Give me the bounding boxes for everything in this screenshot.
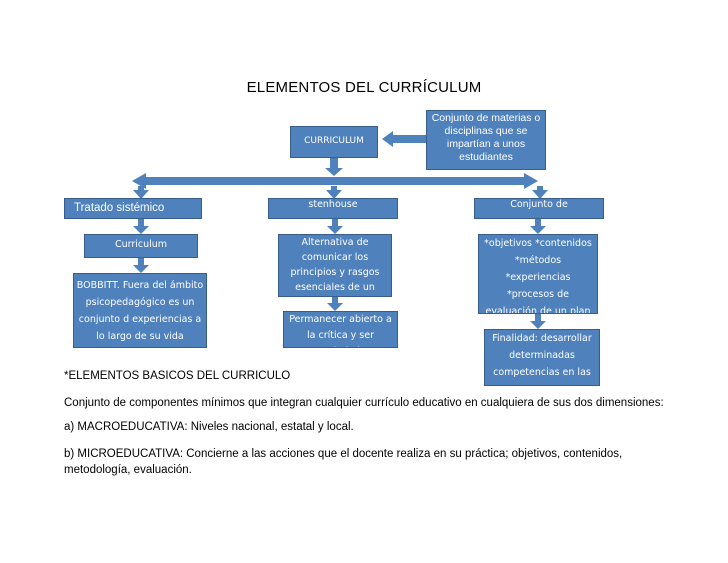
conjunto-de-box: Conjunto de [474, 198, 604, 219]
objetivos-box: *objetivos *contenidos *métodos *experie… [478, 234, 598, 314]
arrow-branch-bar [132, 173, 538, 189]
paragraph-microeducativa: b) MICROEDUCATIVA: Concierne a las accio… [64, 448, 623, 476]
paragraph-components: Conjunto de componentes mínimos que inte… [64, 397, 664, 409]
alternativa-box: Alternativa de comunicar los principios … [278, 234, 392, 297]
permanecer-label: Permanecer abierto a la crítica y ser tr… [289, 314, 392, 347]
curriculum-left-label: Curriculum [114, 239, 168, 250]
arrow-curriculum-stem [325, 158, 343, 176]
arrow-objetivos-to-finalidad [530, 314, 546, 329]
finalidad-label: Finalidad: desarrollar determinadas comp… [492, 333, 592, 385]
conjunto-materias-box: Conjunto de materias o disciplinas que s… [426, 110, 546, 170]
paragraph-macroeducativa: a) MACROEDUCATIVA: Niveles nacional, est… [64, 421, 354, 433]
section-heading: *ELEMENTOS BASICOS DEL CURRICULO [64, 370, 291, 382]
curriculum-box: CURRICULUM [290, 126, 378, 158]
curriculum-label: CURRICULUM [304, 136, 364, 146]
arrow-tratado-to-curriculum [133, 219, 149, 234]
bobbitt-box: BOBBITT. Fuera del ámbito psicopedagógic… [73, 273, 207, 348]
arrow-curriculum-to-bobbitt [133, 258, 149, 273]
alternativa-label: Alternativa de comunicar los principios … [290, 237, 380, 293]
arrow-to-conjunto [532, 186, 548, 199]
arrow-to-tratado [133, 186, 149, 199]
arrow-alternativa-to-permanecer [327, 297, 343, 311]
curriculum-left-box: Curriculum [84, 234, 198, 258]
arrow-materias-to-curriculum [382, 131, 426, 147]
arrow-stenhouse-to-alternativa [327, 219, 343, 234]
objetivos-label: *objetivos *contenidos *métodos *experie… [484, 238, 592, 314]
stenhouse-label: stenhouse [308, 199, 358, 210]
tratado-box: Tratado sistémico [64, 198, 202, 219]
page-title: ELEMENTOS DEL CURRÍCULUM [246, 79, 482, 96]
permanecer-box: Permanecer abierto a la crítica y ser tr… [283, 311, 398, 348]
finalidad-box: Finalidad: desarrollar determinadas comp… [484, 329, 600, 386]
stenhouse-box: stenhouse [268, 198, 398, 219]
conjunto-materias-label: Conjunto de materias o disciplinas que s… [431, 112, 541, 163]
arrow-to-stenhouse [326, 186, 342, 199]
bobbitt-label: BOBBITT. Fuera del ámbito psicopedagógic… [76, 280, 204, 342]
arrow-conjunto-to-objetivos [530, 219, 546, 234]
tratado-label: Tratado sistémico [74, 202, 165, 214]
conjunto-de-label: Conjunto de [510, 199, 568, 210]
